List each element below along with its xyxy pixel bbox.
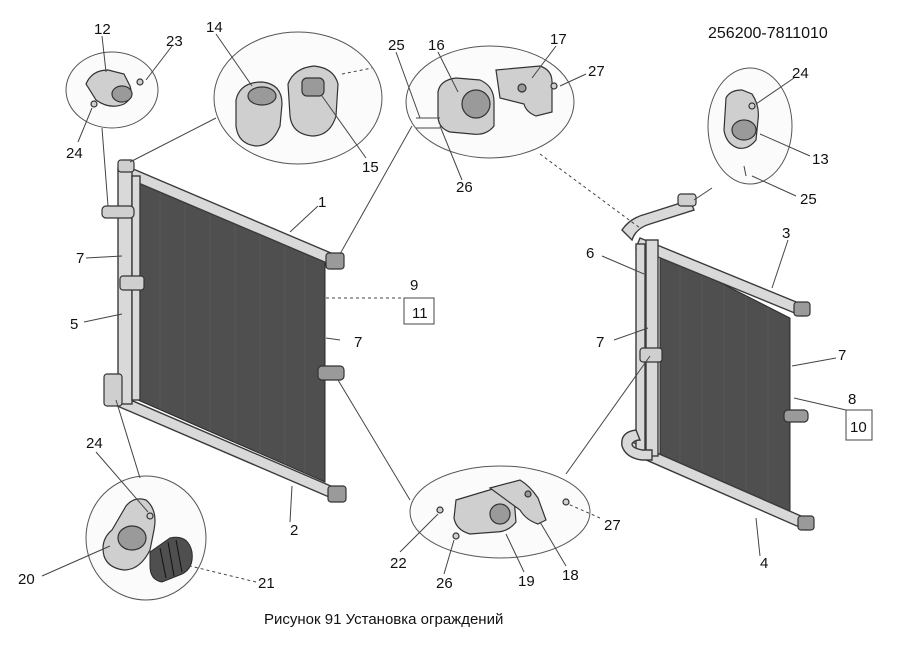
figure-caption: Рисунок 91 Установка ограждений — [264, 611, 503, 628]
callout-23: 23 — [166, 33, 183, 50]
callout-20: 20 — [18, 571, 35, 588]
left-top-end-cap — [325, 252, 345, 270]
callout-19: 19 — [518, 573, 535, 590]
left-mesh-texture — [159, 188, 306, 474]
bracket-8-10 — [845, 409, 873, 441]
left-guard — [101, 159, 347, 503]
right-top-end-cap — [793, 301, 811, 317]
right-hinge-bracket — [783, 409, 809, 423]
right-top-arm — [621, 199, 695, 242]
callout-3: 3 — [782, 225, 790, 242]
callout-15: 15 — [362, 159, 379, 176]
bellows-ribs — [159, 539, 183, 579]
callout-22: 22 — [390, 555, 407, 572]
left-hinge-bracket — [317, 365, 345, 381]
callout-25-bubble-c: 25 — [388, 37, 405, 54]
left-clamp-mid — [119, 275, 145, 291]
left-bottom-end-cap — [327, 485, 347, 503]
callout-leaders — [41, 33, 873, 583]
callout-5: 5 — [70, 316, 78, 333]
left-bottom-bracket — [103, 373, 123, 407]
left-top-corner — [117, 159, 135, 173]
right-top-arm-end — [677, 193, 697, 207]
callout-8: 8 — [848, 391, 856, 408]
drawing-code: 256200-7811010 — [708, 25, 828, 42]
callout-26-bubble-f: 26 — [436, 575, 453, 592]
right-guard — [621, 193, 815, 531]
callout-7-left: 7 — [76, 250, 84, 267]
detail-bubble-clamp — [65, 51, 159, 129]
callout-21: 21 — [258, 575, 275, 592]
callout-26-bubble-c: 26 — [456, 179, 473, 196]
detail-bubble-hinge-bottom — [409, 465, 591, 559]
callout-24-bubble-a: 24 — [66, 145, 83, 162]
callout-9: 9 — [410, 277, 418, 294]
right-clamp-mid — [639, 347, 663, 363]
callout-11: 11 — [412, 305, 428, 322]
left-guard-mesh — [137, 177, 326, 483]
callout-7-right: 7 — [596, 334, 604, 351]
connector-lines — [101, 117, 713, 501]
callout-24-bubble-e: 24 — [86, 435, 103, 452]
callout-6: 6 — [586, 245, 594, 262]
callout-13: 13 — [812, 151, 829, 168]
detail-bubble-cap — [213, 31, 383, 165]
callout-18: 18 — [562, 567, 579, 584]
left-clamp-top — [101, 205, 135, 219]
callout-25-bubble-d: 25 — [800, 191, 817, 208]
callout-14: 14 — [206, 19, 223, 36]
callout-27-bubble-c: 27 — [588, 63, 605, 80]
callout-12: 12 — [94, 21, 111, 38]
detail-bubble-hinge — [341, 45, 575, 159]
detail-bubble-right-clamp — [707, 67, 793, 185]
right-mesh-texture — [679, 262, 769, 508]
detail-bubble-mount — [85, 475, 207, 601]
callout-2: 2 — [290, 522, 298, 539]
callout-7-left-edge: 7 — [354, 334, 362, 351]
callout-17: 17 — [550, 31, 567, 48]
callout-24-bubble-d: 24 — [792, 65, 809, 82]
right-bottom-loop — [621, 429, 653, 461]
callout-16: 16 — [428, 37, 445, 54]
callout-27-bubble-f: 27 — [604, 517, 621, 534]
callout-10: 10 — [850, 419, 867, 436]
callout-labels: 1 2 3 4 5 6 7 7 7 7 8 9 10 11 12 13 14 1… — [18, 19, 867, 592]
callout-1: 1 — [318, 194, 326, 211]
bracket-9-11 — [403, 297, 435, 325]
callout-4: 4 — [760, 555, 768, 572]
right-bottom-end-cap — [797, 515, 815, 531]
callout-7-right-edge: 7 — [838, 347, 846, 364]
